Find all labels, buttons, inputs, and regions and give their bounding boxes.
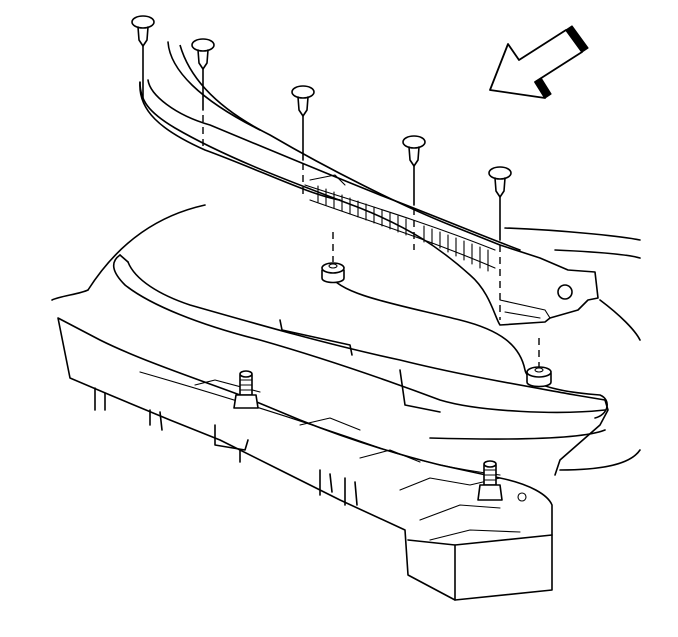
push-pin-retainer [291, 85, 315, 198]
vent-louvers [317, 185, 489, 272]
grommet [321, 232, 345, 284]
push-pin-retainer [131, 15, 155, 101]
wiper-transmission-stud [233, 370, 259, 409]
cowl-vent-grille [139, 41, 599, 326]
push-pin-retainer [402, 135, 426, 250]
grommet [526, 338, 552, 388]
vehicle-body [51, 204, 641, 471]
push-pin-retainer [488, 166, 512, 320]
push-pin-retainer [191, 38, 215, 150]
weatherstrip-seal [329, 274, 608, 419]
wiper-transmission-stud [477, 460, 503, 501]
direction-arrow-icon [489, 25, 589, 99]
cowl-panel [57, 254, 609, 601]
